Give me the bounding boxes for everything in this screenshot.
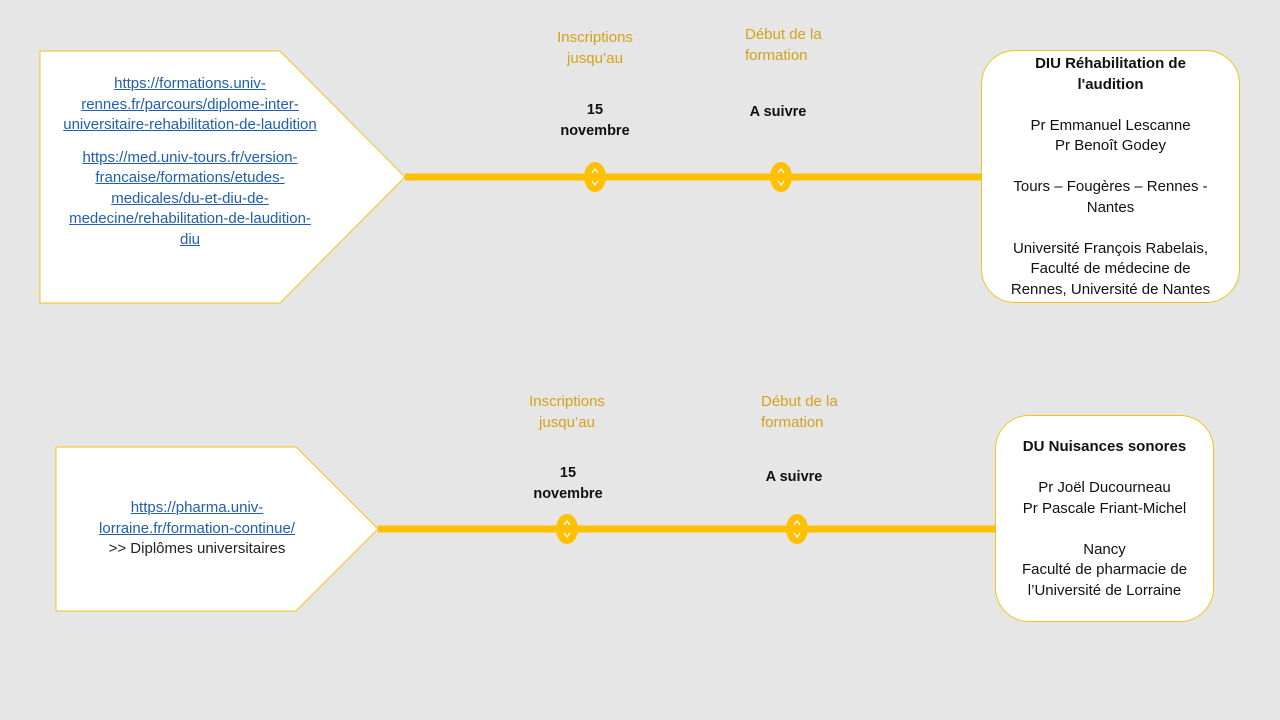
- links-panel-2: [55, 446, 379, 612]
- milestone-marker-1-1: [584, 162, 606, 192]
- milestone-label-registration-2: Inscriptions jusqu’au: [529, 393, 605, 431]
- milestone-marker-2-1: [556, 514, 578, 544]
- milestone-value-start-2: A suivre: [765, 469, 823, 485]
- program-teachers-2: Pr Joël Ducourneau Pr Pascale Friant-Mic…: [1022, 479, 1187, 517]
- diplomas-note: >> Diplômes universitaires: [108, 540, 286, 557]
- program-card-2: DU Nuisances sonores Pr Joël Ducourneau …: [995, 415, 1214, 622]
- link-tours[interactable]: https://med.univ-tours.fr/version- franc…: [69, 148, 311, 248]
- milestone-marker-1-2: [770, 162, 792, 192]
- program-institution-1: Université François Rabelais, Faculté de…: [1010, 239, 1211, 298]
- program-card-1: DIU Réhabilitation de l'audition Pr Emma…: [981, 50, 1240, 303]
- program-teachers-1: Pr Emmanuel Lescanne Pr Benoît Godey: [1030, 116, 1191, 155]
- milestone-marker-2-2: [786, 514, 808, 544]
- link-lorraine[interactable]: https://pharma.univ- lorraine.fr/formati…: [99, 499, 295, 537]
- milestone-value-registration-1: 15 novembre: [560, 102, 630, 139]
- milestone-label-start-1: Début de la formation: [745, 26, 822, 64]
- milestone-label-start-2: Début de la formation: [761, 393, 838, 431]
- links-panel-1: [39, 50, 406, 304]
- program-places-2: Nancy: [1083, 540, 1126, 558]
- links-block-1: https://formations.univ- rennes.fr/parco…: [44, 74, 336, 250]
- program-places-1: Tours – Fougères – Rennes - Nantes: [1013, 178, 1208, 216]
- program-institution-2: Faculté de pharmacie de l’Université de …: [1021, 561, 1188, 599]
- links-block-2: https://pharma.univ- lorraine.fr/formati…: [62, 498, 332, 560]
- milestone-value-registration-2: 15 novembre: [533, 465, 603, 502]
- program-title-2: DU Nuisances sonores: [1022, 438, 1187, 455]
- link-rennes[interactable]: https://formations.univ- rennes.fr/parco…: [63, 75, 317, 133]
- milestone-value-start-1: A suivre: [749, 104, 807, 120]
- milestone-label-registration-1: Inscriptions jusqu’au: [557, 29, 633, 67]
- program-title-1: DIU Réhabilitation de l'audition: [1035, 55, 1186, 93]
